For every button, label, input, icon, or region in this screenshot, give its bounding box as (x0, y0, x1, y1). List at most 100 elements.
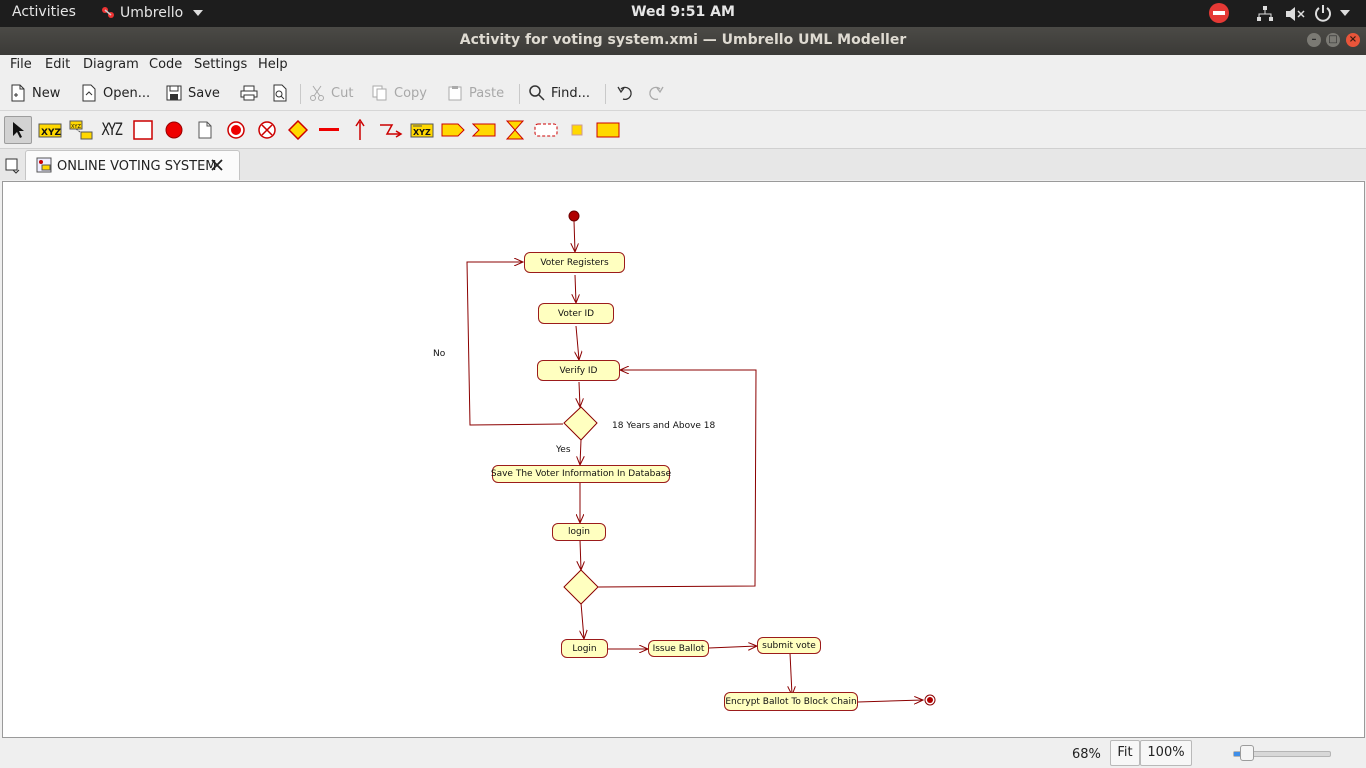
anchor-tool[interactable]: XYZ (69, 118, 93, 142)
undo-button[interactable] (617, 82, 633, 104)
copy-icon (372, 85, 387, 101)
window-title: Activity for voting system.xmi — Umbrell… (459, 32, 907, 48)
minimize-button[interactable]: – (1307, 33, 1321, 47)
cut-icon (310, 85, 324, 101)
menu-file[interactable]: File (10, 57, 32, 72)
clock[interactable]: Wed 9:51 AM (631, 4, 735, 20)
menu-diagram[interactable]: Diagram (83, 57, 139, 72)
cut-button[interactable]: Cut (309, 82, 353, 104)
accept-time-event-tool[interactable] (503, 118, 527, 142)
region-tool[interactable] (534, 118, 558, 142)
activity-page-icon (198, 121, 212, 139)
label-age-condition: 18 Years and Above 18 (612, 421, 716, 431)
hourglass-icon (505, 120, 525, 140)
redo-button[interactable] (648, 82, 664, 104)
do-not-disturb-icon[interactable] (1208, 3, 1230, 25)
node-verify-id[interactable]: Verify ID (537, 360, 620, 381)
flow-retry-loop (597, 370, 757, 588)
new-button[interactable]: New (10, 82, 60, 104)
object-node-tool[interactable]: XYZ (410, 118, 434, 142)
diagram-canvas[interactable]: Voter Registers Voter ID Verify ID Save … (2, 181, 1365, 738)
print-preview-button[interactable] (272, 82, 288, 104)
search-icon (529, 85, 545, 101)
activity-transition-tool[interactable] (348, 118, 372, 142)
app-menu-button[interactable]: Umbrello (100, 4, 203, 21)
paste-button[interactable]: Paste (447, 82, 504, 104)
tab-online-voting-system[interactable]: ONLINE VOTING SYSTEM (25, 150, 240, 180)
lightning-arrow-icon (380, 124, 403, 138)
flow-yes (580, 439, 581, 465)
node-submit-vote[interactable]: submit vote (757, 637, 821, 654)
save-button[interactable]: Save (166, 82, 220, 104)
umbrello-app-icon (102, 7, 114, 18)
flow-decision-to-login (581, 602, 584, 639)
network-icon[interactable] (1256, 5, 1274, 23)
find-button[interactable]: Find... (529, 82, 590, 104)
power-icon[interactable] (1314, 4, 1332, 22)
node-login-small[interactable]: login (552, 523, 606, 541)
main-toolbar: New Open... Save Cut Copy Paste Find... (0, 76, 1366, 111)
menu-code[interactable]: Code (149, 57, 183, 72)
precondition-tool[interactable] (596, 118, 620, 142)
text-tool[interactable]: XYZ (99, 118, 123, 142)
flow-verify-to-decision (579, 381, 580, 407)
node-voter-registers[interactable]: Voter Registers (524, 252, 625, 273)
pin-tool[interactable] (565, 118, 589, 142)
node-voter-id[interactable]: Voter ID (538, 303, 614, 324)
flow-no-loop (466, 262, 564, 426)
fork-tool[interactable] (317, 118, 341, 142)
activity-tool[interactable] (193, 118, 217, 142)
fit-button[interactable]: Fit (1110, 740, 1140, 766)
final-activity-tool[interactable] (255, 118, 279, 142)
accept-signal-tool[interactable] (472, 118, 496, 142)
zoom-100-button[interactable]: 100% (1140, 740, 1192, 766)
menu-settings[interactable]: Settings (194, 57, 248, 72)
svg-text:XYZ: XYZ (71, 124, 81, 130)
object-node-icon: XYZ (410, 123, 434, 138)
node-encrypt-ballot[interactable]: Encrypt Ballot To Block Chain (724, 692, 858, 711)
end-activity-icon (227, 121, 245, 139)
node-save-voter-info[interactable]: Save The Voter Information In Database (491, 465, 671, 483)
note-tool[interactable]: XYZ (38, 118, 62, 142)
close-tab-icon[interactable] (211, 159, 223, 171)
select-tool[interactable] (4, 116, 32, 144)
zoom-level: 68% (1072, 747, 1101, 762)
menu-help[interactable]: Help (258, 57, 288, 72)
copy-button[interactable]: Copy (372, 82, 427, 104)
volume-muted-icon[interactable] (1285, 5, 1305, 23)
activities-button[interactable]: Activities (12, 4, 76, 20)
menu-edit[interactable]: Edit (45, 57, 71, 72)
system-menu-chevron-icon[interactable] (1340, 9, 1350, 17)
box-tool[interactable] (131, 118, 155, 142)
tab-label: ONLINE VOTING SYSTEM (57, 159, 217, 174)
login-decision-diamond (563, 569, 599, 605)
app-name: Umbrello (120, 5, 184, 21)
window-title-bar[interactable]: Activity for voting system.xmi — Umbrell… (0, 27, 1366, 55)
open-button[interactable]: Open... (81, 82, 150, 104)
flow-login-to-decision (580, 539, 581, 570)
node-login[interactable]: Login (561, 639, 608, 658)
diagram-edges (466, 210, 936, 706)
new-diagram-icon[interactable] (5, 158, 21, 174)
end-activity-tool[interactable] (224, 118, 248, 142)
exception-tool[interactable] (379, 118, 403, 142)
flow-encrypt-to-end (857, 700, 923, 702)
node-issue-ballot[interactable]: Issue Ballot (648, 640, 709, 657)
toolbar-separator (605, 84, 606, 104)
initial-activity-icon (165, 121, 183, 139)
note-icon: XYZ (38, 123, 62, 138)
arrow-pointer-icon (13, 122, 24, 138)
send-signal-tool[interactable] (441, 118, 465, 142)
maximize-button[interactable]: □ (1326, 33, 1340, 47)
close-window-button[interactable]: × (1346, 33, 1360, 47)
zoom-slider-handle[interactable] (1240, 745, 1254, 761)
zoom-slider[interactable] (1233, 751, 1331, 757)
box-icon (133, 120, 153, 140)
text-xyz-label: XYZ (101, 120, 122, 140)
undo-icon (617, 86, 632, 101)
branch-tool[interactable] (286, 118, 310, 142)
new-document-icon (11, 84, 25, 102)
flow-submit-to-encrypt (790, 652, 792, 695)
initial-activity-tool[interactable] (162, 118, 186, 142)
print-button[interactable] (240, 82, 258, 104)
